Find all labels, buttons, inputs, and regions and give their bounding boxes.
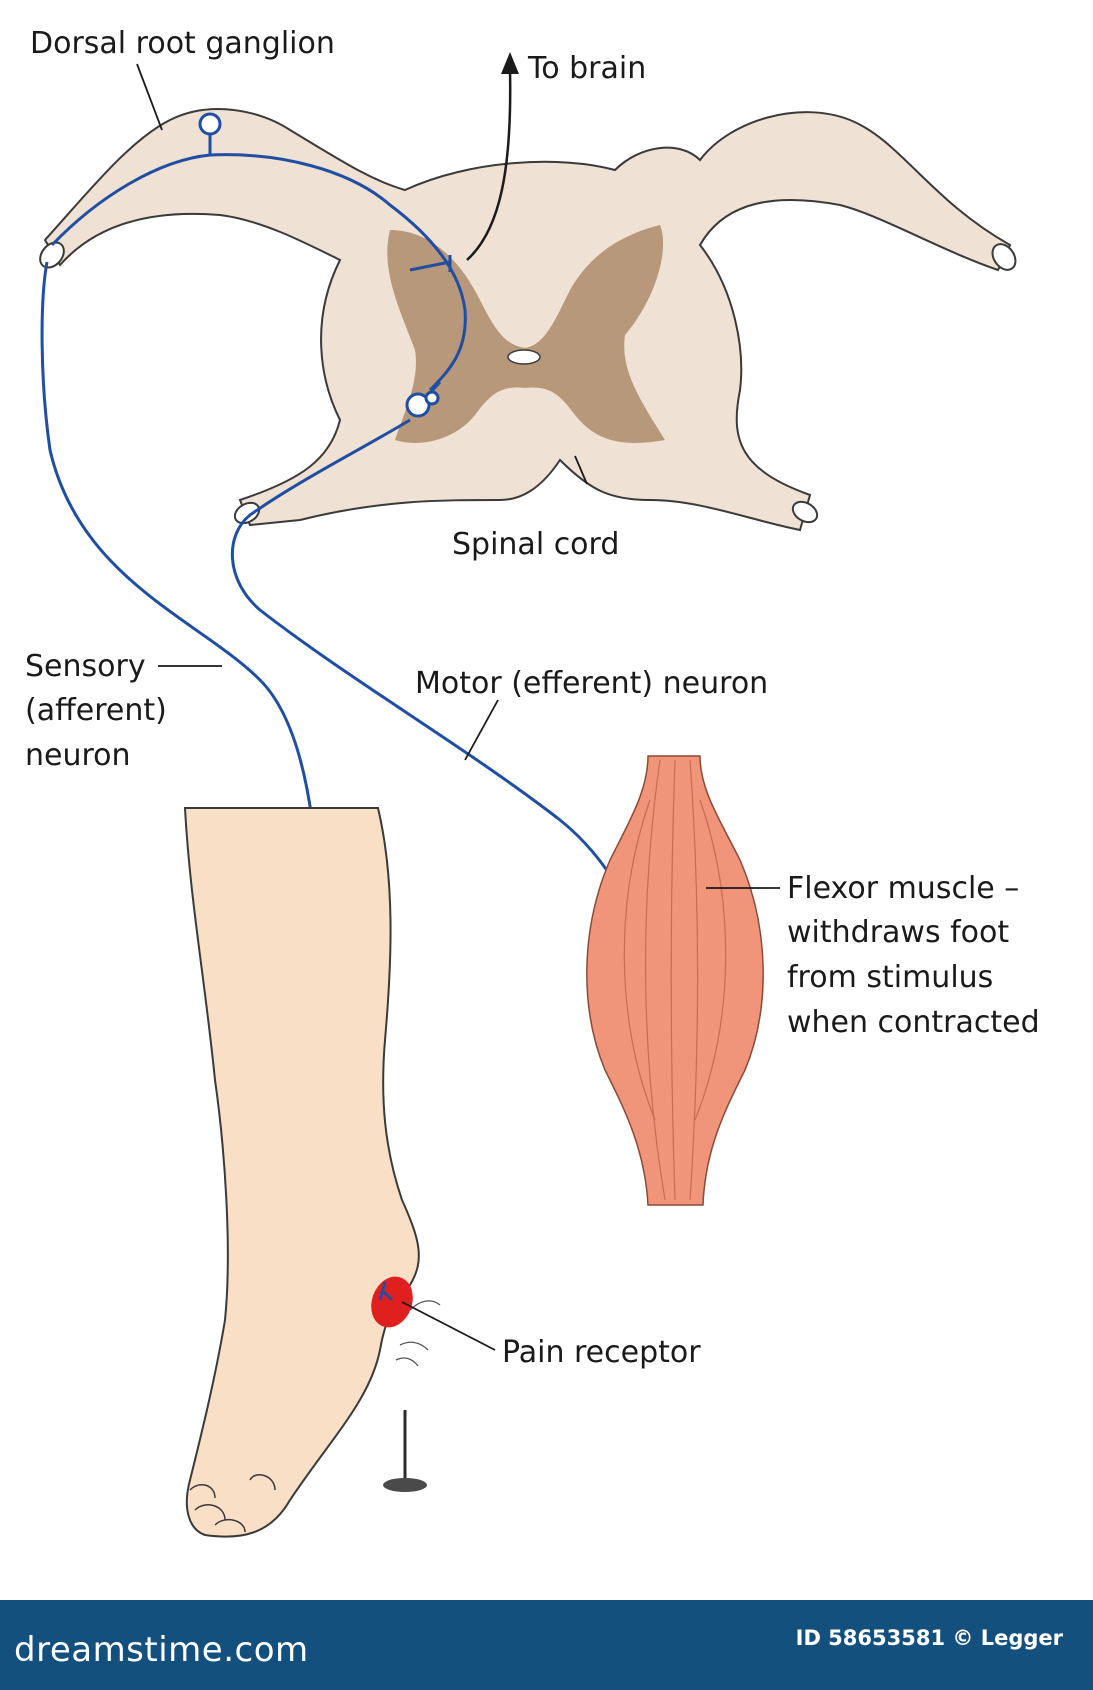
footer-logo[interactable]: dreamstime.com — [14, 1630, 309, 1670]
label-flexor-3: from stimulus — [787, 960, 993, 995]
label-sensory-3: neuron — [25, 738, 131, 773]
label-spinal-cord: Spinal cord — [452, 527, 619, 562]
right-ventral-root-end — [791, 500, 819, 524]
label-sensory-2: (afferent) — [25, 693, 167, 728]
sensory-nerve-ending — [378, 1281, 394, 1302]
flexor-muscle — [586, 755, 764, 1206]
synapse-interneuron — [405, 380, 442, 418]
central-canal — [507, 349, 541, 365]
right-dorsal-root-end — [991, 243, 1017, 271]
leader-lines — [136, 63, 780, 1351]
toes — [189, 1474, 276, 1533]
label-flexor-2: withdraws foot — [787, 915, 1009, 950]
leg — [183, 807, 420, 1538]
label-sensory-1: Sensory — [25, 649, 146, 684]
label-dorsal-root-ganglion: Dorsal root ganglion — [30, 26, 335, 61]
label-flexor-1: Flexor muscle – — [787, 871, 1019, 906]
left-ventral-root-end — [233, 501, 261, 525]
label-flexor-4: when contracted — [787, 1005, 1040, 1040]
footer-image-id: ID 58653581 © Legger — [795, 1626, 1063, 1650]
left-dorsal-root-end — [39, 241, 65, 269]
label-motor-neuron: Motor (efferent) neuron — [415, 666, 768, 701]
to-brain-arrow — [466, 52, 519, 261]
label-pain-receptor: Pain receptor — [502, 1335, 701, 1370]
dorsal-root-leader — [136, 63, 163, 131]
motor-leader — [464, 699, 499, 761]
pain-receptor-leader — [401, 1301, 496, 1351]
spinal-cord-white-matter — [43, 108, 1012, 532]
tack-stimulus — [383, 1410, 427, 1492]
footer-bar: dreamstime.com ID 58653581 © Legger — [0, 1600, 1093, 1690]
spinal-cord-leader — [574, 455, 588, 485]
reflex-arc-diagram: Dorsal root ganglion To brain Spinal cor… — [25, 26, 1040, 1538]
label-to-brain: To brain — [527, 51, 646, 86]
muscle-fibers — [623, 759, 727, 1201]
